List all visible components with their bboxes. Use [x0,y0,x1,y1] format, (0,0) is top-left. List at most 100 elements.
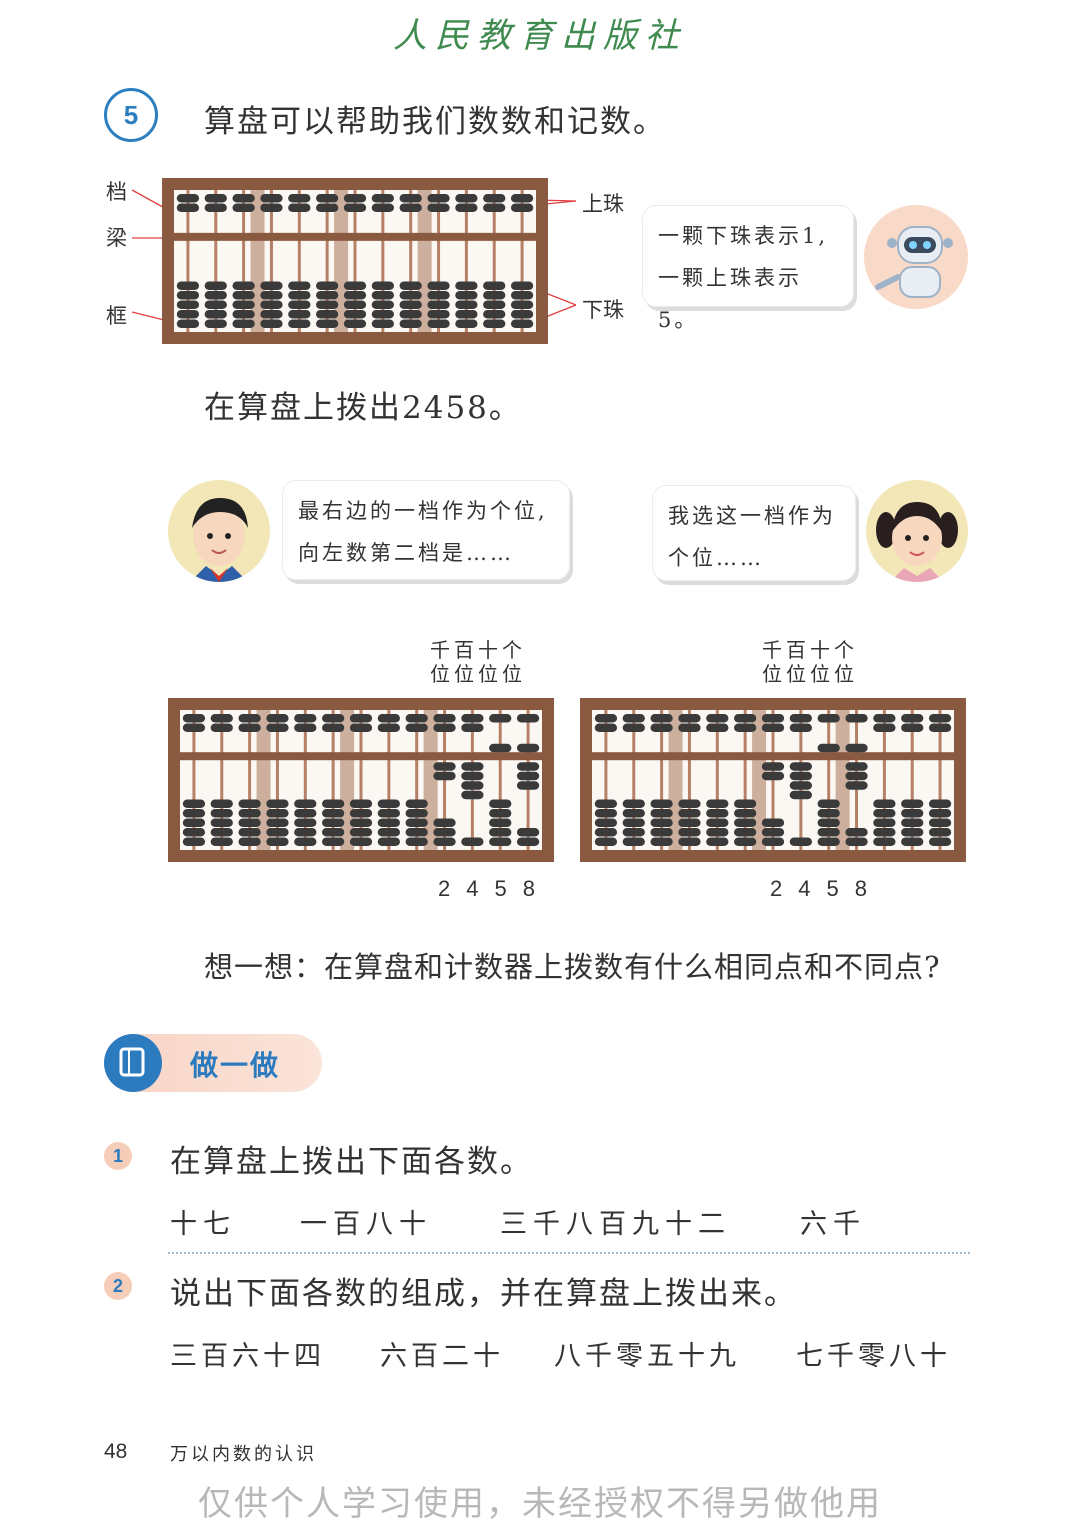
publisher-logo: 人民教育出版社 [393,16,687,56]
lower-bead [427,310,450,319]
lower-bead [734,799,757,808]
lower-bead [349,799,373,808]
upper-bead [232,203,255,212]
lower-bead [316,300,339,309]
exercise-2-item: 七千零八十 [796,1341,951,1372]
lower-bead [210,818,233,827]
lower-bead [316,291,339,300]
lower-bead [294,828,317,837]
lower-bead [405,799,428,808]
lower-bead [516,762,540,771]
upper-bead [405,714,428,723]
upper-bead [266,714,289,723]
lower-bead [455,300,478,309]
lower-bead [594,818,618,827]
lower-bead [288,291,311,300]
upper-bead [294,714,317,723]
lower-bead [761,828,785,837]
lower-bead [238,818,261,827]
lower-bead [461,837,484,846]
lower-bead [455,281,478,290]
lower-bead [238,799,261,808]
lower-bead [322,818,345,827]
upper-bead [928,714,952,723]
lower-bead [650,799,673,808]
upper-bead [343,203,367,212]
upper-bead [238,723,261,732]
upper-bead [678,723,701,732]
label-upper-bead: 上珠 [582,192,624,216]
upper-bead [405,723,428,732]
lower-bead [873,809,896,818]
upper-bead [461,723,484,732]
lower-bead [294,809,317,818]
lower-bead [343,300,367,309]
robot-avatar [864,205,968,309]
lower-bead [873,828,896,837]
lower-bead [845,828,868,837]
abacus-beam [180,752,542,761]
lower-bead [761,818,785,827]
lower-bead [176,310,200,319]
exercise-2-item: 六百二十 [380,1341,504,1372]
upper-bead [182,714,206,723]
lower-bead [461,781,484,790]
upper-bead [706,714,729,723]
lower-bead [622,809,645,818]
lower-bead [371,319,394,328]
girl-line-1: 我选这一档作为 [668,504,836,528]
think-prompt: 想一想：在算盘和计数器上拨数有什么相同点和不同点? [204,950,941,984]
lower-bead [260,319,283,328]
lower-bead [349,837,373,846]
lower-bead [873,837,896,846]
upper-bead [266,723,289,732]
do-it-title: 做一做 [190,1049,281,1082]
upper-bead [455,203,478,212]
lower-bead [516,828,540,837]
lower-bead [455,291,478,300]
lower-bead [489,837,512,846]
lower-bead [901,809,924,818]
upper-bead [371,194,394,203]
upper-bead [650,723,673,732]
robot-speech-bubble: 一颗下珠表示1, 一颗上珠表示5。 [642,205,854,332]
example-task: 在算盘上拨出2458。 [204,390,522,426]
upper-bead [510,194,534,203]
upper-bead [210,714,233,723]
lower-bead [349,818,373,827]
lower-bead [650,837,673,846]
upper-bead [204,203,227,212]
divider [168,1252,970,1254]
upper-bead [294,723,317,732]
lower-bead [817,818,840,827]
lower-bead [405,818,428,827]
lower-bead [817,799,840,808]
lower-bead [510,310,534,319]
lower-bead [399,319,422,328]
lower-bead [182,828,206,837]
lower-bead [789,837,812,846]
boy-line-2: 向左数第二档是…… [298,541,514,565]
lower-bead [204,310,227,319]
lower-bead [322,809,345,818]
lower-bead [483,281,506,290]
lower-bead [238,809,261,818]
lower-bead [316,310,339,319]
upper-bead [176,194,200,203]
lower-bead [343,291,367,300]
girl-line-2: 个位…… [668,546,764,570]
lower-bead [650,818,673,827]
lower-bead [204,319,227,328]
lower-bead [706,799,729,808]
lower-bead [461,771,484,781]
lower-bead [845,781,868,790]
lower-bead [427,291,450,300]
digits-right: 2458 [770,876,883,901]
upper-bead [489,714,512,723]
lower-bead [182,818,206,827]
lower-bead [817,837,840,846]
upper-bead [678,714,701,723]
lower-bead [433,771,456,781]
label-dang: 档 [106,180,127,204]
label-lower-bead: 下珠 [582,298,624,322]
